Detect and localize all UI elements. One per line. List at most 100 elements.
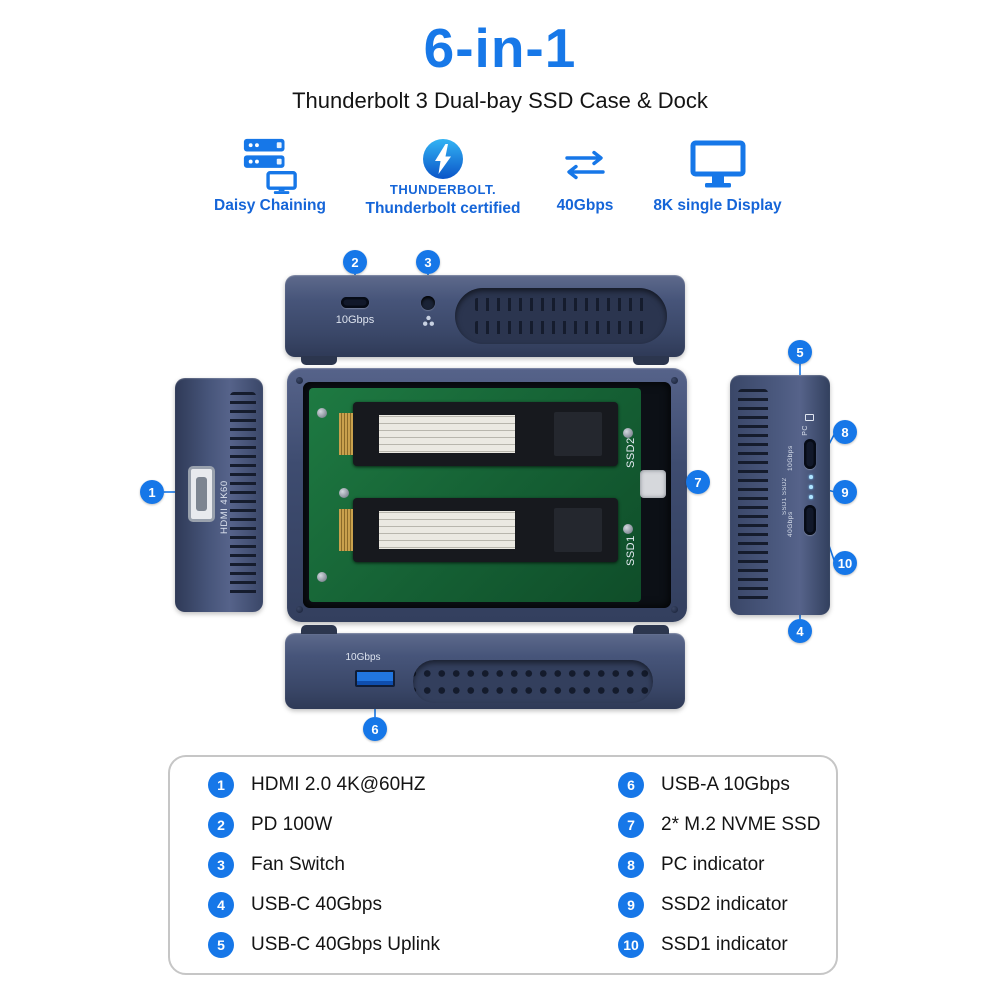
mount-tab bbox=[301, 356, 337, 365]
feature-thunderbolt: THUNDERBOLT. Thunderbolt certified bbox=[358, 136, 528, 218]
screw-icon bbox=[317, 572, 327, 582]
case-opening: SSD2 SSD1 bbox=[303, 382, 671, 608]
callout-5: 5 bbox=[788, 340, 812, 364]
port-speed-label: 10Gbps bbox=[335, 314, 375, 326]
pc-indicator-led bbox=[809, 475, 813, 479]
legend-item: 1 HDMI 2.0 4K@60HZ bbox=[208, 772, 440, 798]
screw-icon bbox=[339, 488, 349, 498]
feature-label: Thunderbolt certified bbox=[365, 200, 521, 217]
legend-item: 5 USB-C 40Gbps Uplink bbox=[208, 932, 440, 958]
port1-speed-label: 10Gbps bbox=[787, 445, 794, 471]
legend-text: USB-A 10Gbps bbox=[661, 774, 790, 795]
daisy-chain-icon bbox=[241, 136, 299, 194]
mount-tab bbox=[633, 356, 669, 365]
feature-8k-display: 8K single Display bbox=[645, 136, 790, 215]
ssd-retainer-clip bbox=[640, 470, 666, 498]
callout-6: 6 bbox=[363, 717, 387, 741]
pc-icon bbox=[805, 414, 814, 421]
transfer-speed-icon bbox=[562, 136, 608, 194]
thunderbolt-icon bbox=[422, 136, 464, 182]
legend-text: USB-C 40Gbps bbox=[251, 894, 382, 915]
legend-item: 7 2* M.2 NVME SSD bbox=[618, 812, 820, 838]
legend-number-badge: 5 bbox=[208, 932, 234, 958]
callout-3: 3 bbox=[416, 250, 440, 274]
pc-label: PC bbox=[802, 425, 809, 436]
usb-a-port bbox=[355, 670, 395, 687]
feature-daisy-chaining: Daisy Chaining bbox=[200, 136, 340, 215]
vent-row bbox=[475, 321, 647, 334]
callout-8: 8 bbox=[833, 420, 857, 444]
legend-number-badge: 7 bbox=[618, 812, 644, 838]
legend-item: 4 USB-C 40Gbps bbox=[208, 892, 440, 918]
ssd-module-2 bbox=[339, 402, 618, 466]
callout-4: 4 bbox=[788, 619, 812, 643]
ssd-chip bbox=[554, 412, 602, 456]
legend-number-badge: 3 bbox=[208, 852, 234, 878]
ssd1-label: SSD1 bbox=[625, 535, 637, 566]
top-view: 10Gbps bbox=[285, 275, 685, 365]
legend-number-badge: 4 bbox=[208, 892, 234, 918]
feature-label: Daisy Chaining bbox=[214, 197, 326, 214]
port-speed-label: 10Gbps bbox=[345, 652, 381, 663]
screw-icon bbox=[671, 377, 678, 384]
product-title: 6-in-1 bbox=[423, 17, 577, 79]
legend-text: SSD1 indicator bbox=[661, 934, 788, 955]
feature-label: 8K single Display bbox=[653, 197, 782, 214]
ssd2-label: SSD2 bbox=[625, 437, 637, 468]
legend-column-right: 6 USB-A 10Gbps 7 2* M.2 NVME SSD 8 PC in… bbox=[618, 772, 820, 958]
callout-9: 9 bbox=[833, 480, 857, 504]
hdmi-port-label: HDMI 4K60 bbox=[219, 480, 230, 534]
screw-icon bbox=[623, 428, 633, 438]
screw-icon bbox=[623, 524, 633, 534]
legend-number-badge: 9 bbox=[618, 892, 644, 918]
thunderbolt-brand: THUNDERBOLT. bbox=[389, 182, 497, 197]
legend-text: PD 100W bbox=[251, 814, 333, 835]
ssd1-indicator-led bbox=[809, 495, 813, 499]
right-side-view: PC 10Gbps SSD1 SSD2 40Gbps bbox=[730, 375, 830, 615]
left-side-view: HDMI 4K60 bbox=[175, 378, 263, 612]
bottom-vents bbox=[413, 660, 653, 703]
ssd-module-1 bbox=[339, 498, 618, 562]
ssd-sticker bbox=[373, 506, 521, 554]
hdmi-port bbox=[188, 466, 215, 522]
legend-number-badge: 1 bbox=[208, 772, 234, 798]
legend-text: USB-C 40Gbps Uplink bbox=[251, 934, 441, 955]
fan-icon bbox=[422, 315, 435, 333]
legend-item: 3 Fan Switch bbox=[208, 852, 440, 878]
legend-text: Fan Switch bbox=[251, 854, 345, 875]
bottom-view: 10Gbps bbox=[285, 625, 685, 709]
feature-label: 40Gbps bbox=[556, 197, 614, 214]
legend-item: 9 SSD2 indicator bbox=[618, 892, 820, 918]
legend-number-badge: 10 bbox=[618, 932, 644, 958]
usb-c-port-40g bbox=[804, 505, 816, 535]
legend-text: PC indicator bbox=[661, 854, 765, 875]
port2-speed-label: 40Gbps bbox=[787, 511, 794, 537]
feature-40gbps: 40Gbps bbox=[535, 136, 635, 215]
internal-view: SSD2 SSD1 bbox=[287, 368, 687, 622]
ssd2-indicator-led bbox=[809, 485, 813, 489]
screw-icon bbox=[671, 606, 678, 613]
mount-tab bbox=[301, 625, 337, 634]
top-vents bbox=[455, 288, 667, 344]
usb-c-port-pd bbox=[341, 297, 369, 308]
legend-item: 6 USB-A 10Gbps bbox=[618, 772, 820, 798]
legend-panel: 1 HDMI 2.0 4K@60HZ 2 PD 100W 3 Fan Switc… bbox=[168, 755, 838, 975]
screw-icon bbox=[296, 377, 303, 384]
product-subtitle: Thunderbolt 3 Dual-bay SSD Case & Dock bbox=[292, 88, 708, 113]
legend-number-badge: 2 bbox=[208, 812, 234, 838]
ssd-chip bbox=[554, 508, 602, 552]
callout-1: 1 bbox=[140, 480, 164, 504]
usb-c-port-uplink bbox=[804, 439, 816, 469]
callout-10: 10 bbox=[833, 551, 857, 575]
legend-item: 8 PC indicator bbox=[618, 852, 820, 878]
vent-row bbox=[475, 298, 647, 311]
legend-text: HDMI 2.0 4K@60HZ bbox=[251, 774, 426, 795]
legend-item: 2 PD 100W bbox=[208, 812, 440, 838]
legend-number-badge: 6 bbox=[618, 772, 644, 798]
screw-icon bbox=[296, 606, 303, 613]
mount-tab bbox=[633, 625, 669, 634]
side-vents bbox=[738, 389, 768, 601]
ssd-sticker bbox=[373, 410, 521, 458]
display-icon bbox=[690, 136, 746, 194]
